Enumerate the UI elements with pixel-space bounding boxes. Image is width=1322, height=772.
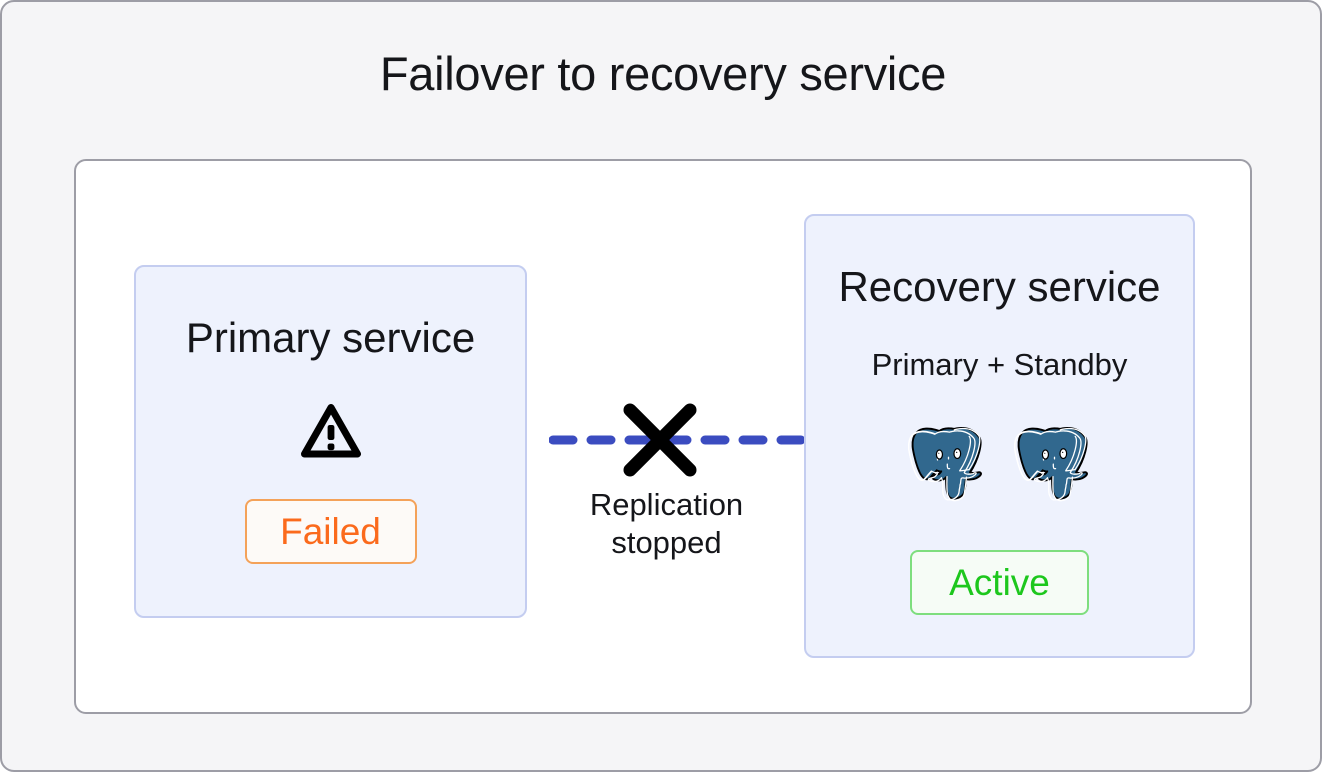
primary-service-title: Primary service <box>185 314 476 361</box>
replication-label-line-2: stopped <box>611 524 722 560</box>
postgresql-elephant-icon <box>1013 427 1088 502</box>
replication-link-group: Replication stopped <box>527 373 806 573</box>
recovery-service-title: Recovery service <box>838 263 1161 310</box>
replication-dashed-line <box>549 435 806 445</box>
page-title: Failover to recovery service <box>379 47 947 100</box>
replication-label-line-1: Replication <box>589 487 744 522</box>
replication-status-label: Replication stopped <box>527 486 806 562</box>
diagram-panel: Primary service Failed Replication stopp… <box>74 159 1252 714</box>
warning-triangle-icon <box>300 404 361 458</box>
status-badge-failed[interactable]: Failed <box>244 499 417 564</box>
database-node-row <box>907 423 1092 503</box>
recovery-service-card[interactable]: Recovery service Primary + Standby <box>804 214 1195 658</box>
postgresql-elephant-icon <box>907 427 982 502</box>
recovery-service-subtitle: Primary + Standby <box>871 347 1128 382</box>
x-cross-icon <box>623 403 697 477</box>
status-badge-active[interactable]: Active <box>910 550 1089 615</box>
primary-service-card[interactable]: Primary service Failed <box>134 265 527 618</box>
